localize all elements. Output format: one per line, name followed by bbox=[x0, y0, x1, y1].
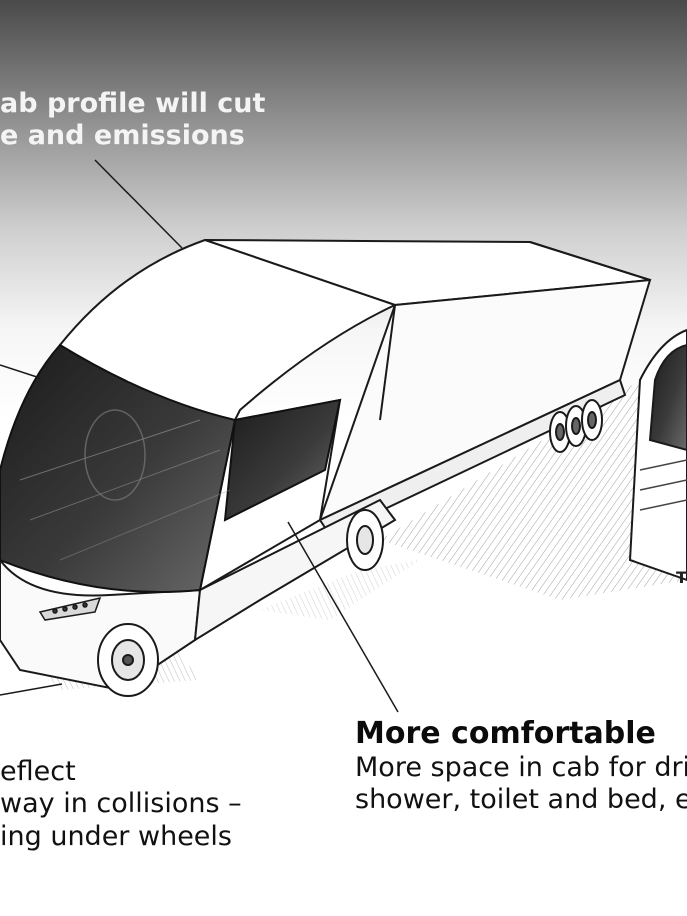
second-truck-badge: T bbox=[676, 568, 687, 587]
safety-callout: eflect way in collisions – ing under whe… bbox=[0, 756, 242, 853]
safety-line-2: way in collisions – bbox=[0, 788, 242, 820]
aerodynamics-callout: ab profile will cut e and emissions bbox=[0, 88, 265, 153]
comfort-callout: More comfortable More space in cab for d… bbox=[355, 716, 687, 817]
leader-lines bbox=[0, 159, 399, 713]
headlight bbox=[38, 596, 102, 621]
trailer-wheels bbox=[549, 399, 603, 453]
cab-wheel-rear bbox=[346, 509, 384, 571]
safety-line-3: ing under wheels bbox=[0, 820, 232, 852]
aerodynamics-line-1: ab profile will cut bbox=[0, 88, 266, 119]
aerodynamics-line-2: e and emissions bbox=[0, 120, 245, 152]
second-truck bbox=[628, 328, 687, 582]
cab-wheel-front bbox=[97, 623, 159, 697]
comfort-heading: More comfortable bbox=[355, 716, 656, 751]
comfort-line-1: More space in cab for dri bbox=[355, 752, 687, 783]
windshield bbox=[0, 343, 342, 593]
comfort-line-2: shower, toilet and bed, e bbox=[355, 784, 687, 816]
trailer bbox=[204, 239, 652, 537]
safety-line-1: eflect bbox=[0, 756, 76, 787]
